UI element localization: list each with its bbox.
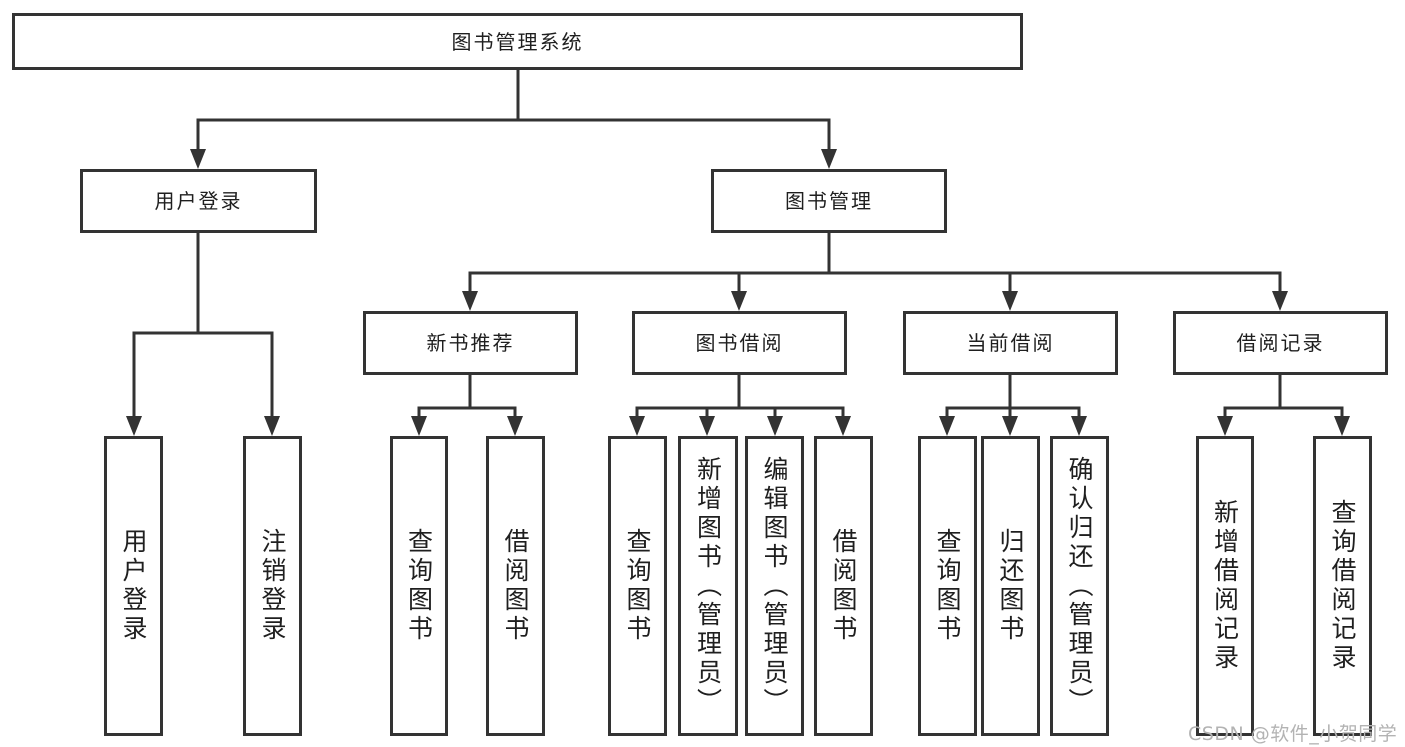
node-library-management-system: 图书管理系统 bbox=[12, 13, 1023, 70]
node-query-books-borrow: 查询图书 bbox=[608, 436, 667, 736]
node-user-login: 用户登录 bbox=[80, 169, 317, 233]
node-logout-leaf: 注销登录 bbox=[243, 436, 302, 736]
node-borrow-books-leaf: 借阅图书 bbox=[814, 436, 873, 736]
node-add-book-admin: 新增图书（管理员） bbox=[678, 436, 738, 736]
node-query-borrow-record: 查询借阅记录 bbox=[1313, 436, 1372, 736]
node-book-borrow: 图书借阅 bbox=[632, 311, 847, 375]
node-new-book-recommend: 新书推荐 bbox=[363, 311, 578, 375]
watermark: CSDN @软件_小贺同学 bbox=[1188, 723, 1398, 745]
node-user-login-leaf: 用户登录 bbox=[104, 436, 163, 736]
node-edit-book-admin: 编辑图书（管理员） bbox=[745, 436, 804, 736]
node-query-books-recommend: 查询图书 bbox=[390, 436, 448, 736]
node-return-book: 归还图书 bbox=[981, 436, 1040, 736]
node-add-borrow-record: 新增借阅记录 bbox=[1196, 436, 1254, 736]
node-borrow-books-recommend: 借阅图书 bbox=[486, 436, 545, 736]
node-query-books-current: 查询图书 bbox=[918, 436, 977, 736]
node-current-borrow: 当前借阅 bbox=[903, 311, 1118, 375]
node-confirm-return-admin: 确认归还（管理员） bbox=[1050, 436, 1109, 736]
arrowhead-icons bbox=[126, 149, 1350, 436]
node-borrow-records: 借阅记录 bbox=[1173, 311, 1388, 375]
node-book-management: 图书管理 bbox=[711, 169, 947, 233]
